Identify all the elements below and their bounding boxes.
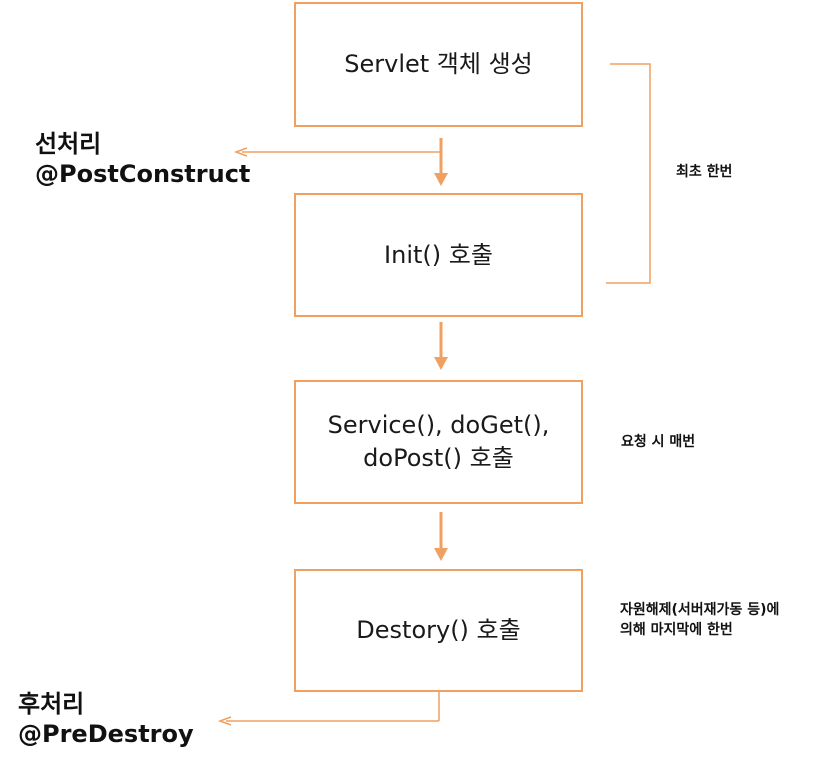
arrow-create-to-init bbox=[434, 138, 448, 186]
pre-processing-label: 선처리 @PostConstruct bbox=[35, 129, 250, 189]
box-destroy-label: Destory() 호출 bbox=[356, 616, 521, 644]
box-service-label: Service(), doGet(), doPost() 호출 bbox=[327, 411, 550, 472]
note-last-once: 자원해제(서버재가동 등)에 의해 마지막에 한번 bbox=[620, 602, 780, 638]
post-processing-label: 후처리 @PreDestroy bbox=[18, 689, 194, 749]
arrow-post-processing bbox=[217, 692, 440, 726]
pre-processing-title: 선처리 bbox=[35, 130, 102, 158]
box-init-label: Init() 호출 bbox=[384, 240, 493, 269]
box-servlet-create-label: Servlet 객체 생성 bbox=[344, 50, 533, 78]
note-first-once: 최초 한번 bbox=[676, 164, 733, 180]
post-processing-annotation: @PreDestroy bbox=[18, 720, 194, 748]
box-destroy: Destory() 호출 bbox=[294, 569, 583, 692]
pre-processing-annotation: @PostConstruct bbox=[35, 160, 251, 188]
arrow-init-to-service bbox=[434, 322, 448, 370]
bracket-first-once bbox=[606, 63, 651, 284]
arrow-pre-processing bbox=[233, 147, 441, 157]
box-service: Service(), doGet(), doPost() 호출 bbox=[294, 380, 583, 504]
post-processing-title: 후처리 bbox=[18, 690, 85, 718]
box-servlet-create: Servlet 객체 생성 bbox=[294, 2, 583, 127]
box-init: Init() 호출 bbox=[294, 193, 583, 317]
note-per-request: 요청 시 매번 bbox=[621, 434, 696, 450]
arrow-service-to-destroy bbox=[434, 512, 448, 561]
